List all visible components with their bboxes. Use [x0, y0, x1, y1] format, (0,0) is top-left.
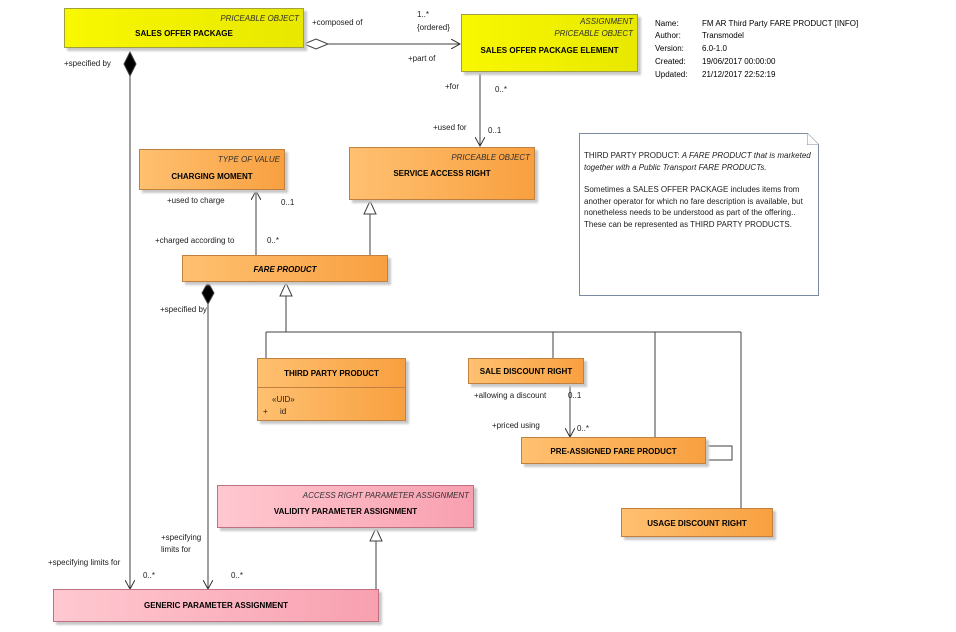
- composition-diamond-sop: [123, 50, 137, 78]
- label-part-of: +part of: [408, 54, 436, 63]
- label-specified-by: +specified by: [64, 59, 111, 68]
- info-name-value: FM AR Third Party FARE PRODUCT [INFO]: [702, 19, 859, 28]
- note-fold-corner: [807, 133, 819, 145]
- stereotype-label: PRICEABLE OBJECT: [220, 14, 299, 23]
- label-multiplicity: 0..1: [568, 391, 582, 400]
- label-limits-for: limits for: [161, 545, 191, 554]
- label-multiplicity: 0..1: [488, 126, 502, 135]
- label-priced-using: +priced using: [492, 421, 540, 430]
- label-allowing-a-discount: +allowing a discount: [474, 391, 547, 400]
- class-name: PRE-ASSIGNED FARE PRODUCT: [550, 447, 677, 456]
- aggregation-diamond: [302, 38, 330, 50]
- composition-diamond-fare-product: [201, 280, 215, 306]
- label-used-to-charge: +used to charge: [167, 196, 225, 205]
- class-fare-product[interactable]: FARE PRODUCT: [182, 255, 388, 282]
- label-used-for: +used for: [433, 123, 467, 132]
- attribute-name: id: [280, 407, 287, 416]
- label-multiplicity: 0..*: [143, 571, 156, 580]
- info-updated-label: Updated:: [655, 70, 688, 79]
- note-third-party-product[interactable]: THIRD PARTY PRODUCT: A FARE PRODUCT that…: [579, 133, 819, 296]
- stereotype-label: ASSIGNMENT: [580, 17, 633, 26]
- generalization-arrowhead: [363, 199, 377, 215]
- stereotype-label: TYPE OF VALUE: [217, 155, 280, 164]
- label-multiplicity: 0..*: [495, 85, 508, 94]
- note-plain-text: THIRD PARTY PRODUCT:: [584, 151, 682, 160]
- stereotype-label: PRICEABLE OBJECT: [451, 153, 530, 162]
- info-name-label: Name:: [655, 19, 679, 28]
- label-multiplicity: 1..*: [417, 10, 430, 19]
- class-service-access-right[interactable]: PRICEABLE OBJECT SERVICE ACCESS RIGHT: [349, 147, 535, 200]
- class-sales-offer-package-element[interactable]: ASSIGNMENT PRICEABLE OBJECT SALES OFFER …: [461, 14, 638, 72]
- info-version-value: 6.0-1.0: [702, 44, 727, 53]
- class-name: SALES OFFER PACKAGE ELEMENT: [480, 46, 619, 55]
- class-validity-parameter-assignment[interactable]: ACCESS RIGHT PARAMETER ASSIGNMENT VALIDI…: [217, 485, 474, 528]
- label-multiplicity: 0..*: [577, 424, 590, 433]
- label-ordered: {ordered}: [417, 23, 450, 32]
- stereotype-label: PRICEABLE OBJECT: [554, 29, 633, 38]
- attribute-stereotype: «UID»: [272, 395, 295, 404]
- class-name: USAGE DISCOUNT RIGHT: [647, 519, 747, 528]
- gpa-generalization-arrowhead: [369, 526, 383, 542]
- note-paragraph-1: THIRD PARTY PRODUCT: A FARE PRODUCT that…: [584, 150, 814, 173]
- class-generic-parameter-assignment[interactable]: GENERIC PARAMETER ASSIGNMENT: [53, 589, 379, 622]
- note-italic-text: A FARE PRODUCT that is marketed together…: [584, 151, 811, 172]
- label-specifying-limits-for: +specifying limits for: [48, 558, 121, 567]
- subtypes-generalization-arrowhead: [279, 281, 293, 297]
- pre-assigned-self-reference: [706, 445, 733, 461]
- info-author-label: Author:: [655, 31, 681, 40]
- class-sales-offer-package[interactable]: PRICEABLE OBJECT SALES OFFER PACKAGE: [64, 8, 304, 48]
- class-name: GENERIC PARAMETER ASSIGNMENT: [143, 601, 288, 610]
- note-paragraph-2: Sometimes a SALES OFFER PACKAGE includes…: [584, 185, 803, 229]
- class-name: SALES OFFER PACKAGE: [135, 29, 233, 38]
- class-third-party-product[interactable]: THIRD PARTY PRODUCT «UID» + id: [257, 358, 406, 421]
- class-name: THIRD PARTY PRODUCT: [284, 369, 379, 378]
- info-created-label: Created:: [655, 57, 686, 66]
- label-for: +for: [445, 82, 460, 91]
- stereotype-label: ACCESS RIGHT PARAMETER ASSIGNMENT: [302, 491, 469, 500]
- label-charged-according-to: +charged according to: [155, 236, 235, 245]
- class-sale-discount-right[interactable]: SALE DISCOUNT RIGHT: [468, 358, 584, 384]
- label-composed-of: +composed of: [312, 18, 363, 27]
- info-author-value: Transmodel: [702, 31, 744, 40]
- class-name: FARE PRODUCT: [253, 265, 317, 274]
- attribute-compartment-divider: [258, 387, 405, 388]
- info-created-value: 19/06/2017 00:00:00: [702, 57, 776, 66]
- class-name: SERVICE ACCESS RIGHT: [393, 169, 491, 178]
- class-pre-assigned-fare-product[interactable]: PRE-ASSIGNED FARE PRODUCT: [521, 437, 706, 464]
- class-name: CHARGING MOMENT: [171, 172, 253, 181]
- label-specified-by: +specified by: [160, 305, 207, 314]
- info-version-label: Version:: [655, 44, 684, 53]
- class-name: VALIDITY PARAMETER ASSIGNMENT: [273, 507, 418, 516]
- subtypes-generalization-tree: [265, 296, 742, 508]
- info-updated-value: 21/12/2017 22:52:19: [702, 70, 776, 79]
- label-specifying: +specifying: [161, 533, 202, 542]
- class-name: SALE DISCOUNT RIGHT: [479, 367, 573, 376]
- label-multiplicity: 0..*: [231, 571, 244, 580]
- label-multiplicity: 0..1: [281, 198, 295, 207]
- class-charging-moment[interactable]: TYPE OF VALUE CHARGING MOMENT: [139, 149, 285, 190]
- class-usage-discount-right[interactable]: USAGE DISCOUNT RIGHT: [621, 508, 773, 537]
- attribute-visibility: +: [263, 407, 268, 416]
- label-multiplicity: 0..*: [267, 236, 280, 245]
